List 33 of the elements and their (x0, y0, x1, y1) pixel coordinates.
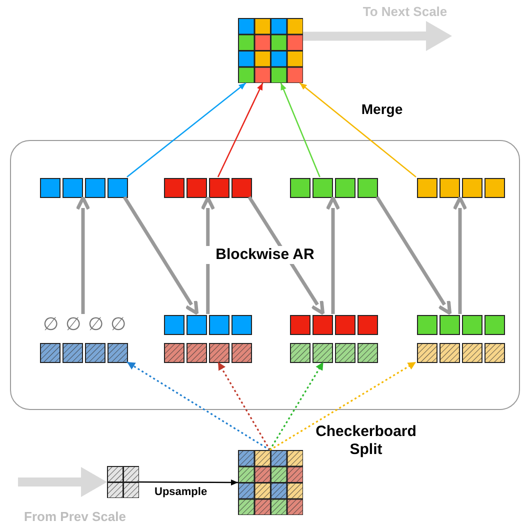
arrow (18, 467, 107, 497)
arrow (217, 82, 264, 178)
arrow (217, 362, 271, 450)
empty-token-symbol: ∅ (43, 314, 57, 334)
arrow (452, 196, 468, 314)
scale-caption: From Prev Scale (23, 509, 127, 525)
arrow (269, 361, 416, 451)
group-panel (10, 140, 520, 410)
empty-token-symbol: ∅ (66, 314, 80, 334)
hatched-checkerboard-grid (238, 450, 303, 515)
empty-token-symbol: ∅ (110, 314, 124, 334)
step-label: Checkerboard Split (314, 423, 418, 459)
arrow (126, 82, 246, 178)
arrow (122, 196, 199, 315)
step-label: Merge (360, 101, 404, 118)
token-row (164, 178, 252, 198)
scale-caption: To Next Scale (362, 4, 448, 20)
arrow (126, 361, 270, 451)
arrow (326, 196, 340, 314)
arrow (303, 21, 452, 52)
token-row (417, 178, 505, 198)
arrow (299, 82, 416, 178)
arrow (280, 82, 320, 178)
arrow (139, 479, 238, 486)
hatched-grid (107, 466, 139, 498)
token-row (40, 178, 128, 198)
token-row (290, 178, 378, 198)
arrow (269, 362, 324, 450)
arrow (376, 196, 452, 315)
arrow (76, 196, 90, 314)
checkerboard-grid (238, 18, 303, 83)
edge-label: Upsample (154, 486, 208, 500)
empty-token-symbol: ∅ (88, 314, 102, 334)
